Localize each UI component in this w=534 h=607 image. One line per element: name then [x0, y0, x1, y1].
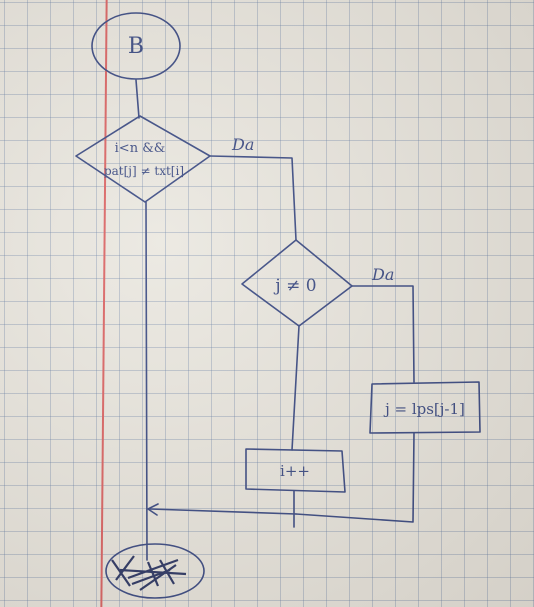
decision-1-line-1: i<n && [115, 141, 166, 156]
loop-back-arrowhead [147, 503, 159, 516]
decision-j-not-zero: j ≠ 0 [241, 239, 353, 327]
assign-box-label: j = lps[j-1] [383, 400, 465, 418]
connector-decision-2-no [291, 325, 300, 451]
connector-decision-1-yes [209, 155, 297, 241]
decision-loop-condition: i<n && pat[j] ≠ txt[i] [75, 115, 211, 203]
decision-1-line-2: pat[j] ≠ txt[i] [104, 164, 184, 178]
end-terminal [105, 543, 205, 599]
connector-decision-1-no [145, 201, 148, 561]
increment-box-label: i++ [280, 462, 310, 480]
connector-assign-return [295, 432, 415, 523]
start-terminal: B [91, 12, 181, 80]
connector-start-to-decision [135, 79, 140, 119]
connector-decision-2-yes [351, 285, 415, 383]
increment-box: i++ [245, 448, 346, 493]
start-label: B [128, 34, 144, 59]
connector-loop-back [149, 508, 297, 515]
decision-2-yes-label: Da [371, 265, 394, 284]
assign-box: j = lps[j-1] [369, 381, 481, 434]
decision-1-yes-label: Da [231, 135, 254, 154]
decision-2-label: j ≠ 0 [273, 276, 316, 296]
